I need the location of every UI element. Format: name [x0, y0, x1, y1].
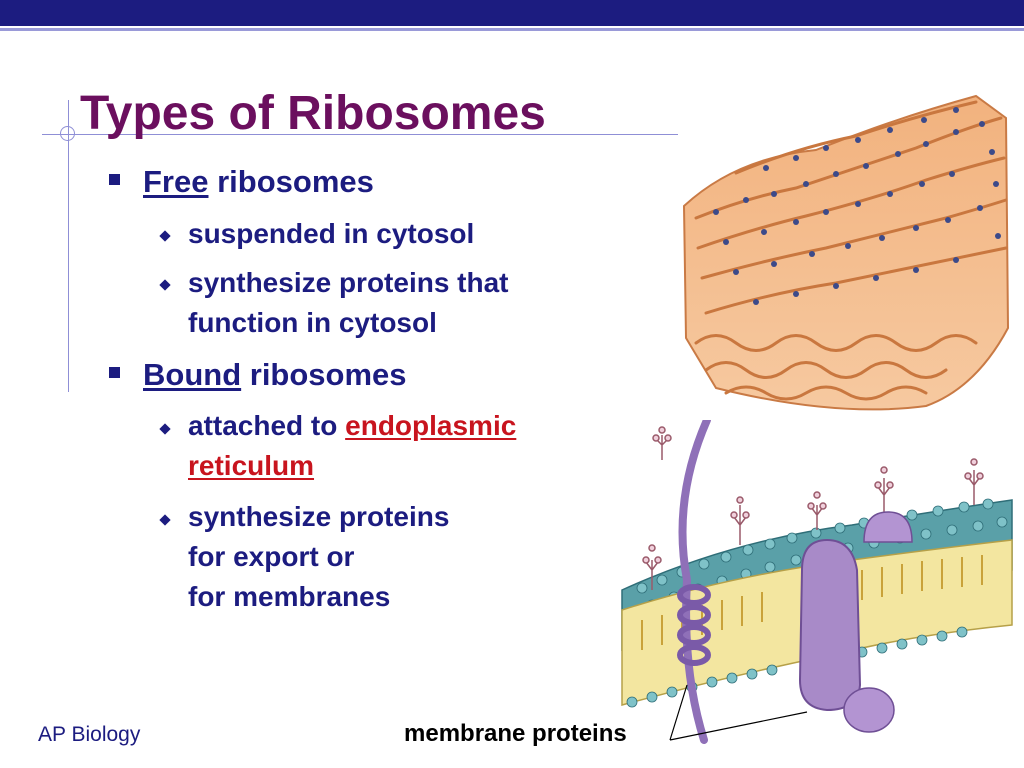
bullet-bound-ribosomes: Bound ribosomes — [143, 357, 407, 393]
diamond-bullet-icon — [159, 423, 171, 435]
sub-bullet-prefix: attached to — [188, 410, 346, 441]
banner-underline — [0, 28, 1024, 31]
title-guide-line — [42, 134, 678, 135]
footer-course-label: AP Biology — [38, 723, 141, 746]
endoplasmic-reticulum-illustration — [682, 94, 1010, 411]
slide-title: Types of Ribosomes — [80, 87, 546, 140]
keyword-free: Free — [143, 164, 209, 199]
sub-bullet-line: function in cytosol — [188, 307, 437, 338]
square-bullet-icon — [109, 174, 120, 185]
sub-bullet-line: for export or — [188, 541, 355, 572]
guide-circle-icon — [60, 126, 75, 141]
keyword-bound: Bound — [143, 357, 242, 392]
cell-membrane-illustration — [621, 420, 1013, 744]
highlight-endoplasmic: endoplasmic — [345, 410, 517, 441]
sub-bullet-text: synthesize proteins for export or for me… — [188, 497, 449, 617]
diamond-bullet-icon — [159, 279, 171, 291]
sub-bullet-text: suspended in cytosol — [188, 214, 474, 254]
diamond-bullet-icon — [159, 514, 171, 526]
sub-bullet-text: attached to endoplasmic reticulum — [188, 406, 516, 486]
bullet-free-ribosomes: Free ribosomes — [143, 164, 374, 200]
sub-bullet-line: synthesize proteins that — [188, 267, 509, 298]
bullet-rest-text: ribosomes — [208, 164, 374, 199]
sub-bullet-line: for membranes — [188, 581, 391, 612]
diamond-bullet-icon — [159, 230, 171, 242]
sub-bullet-text: synthesize proteins that function in cyt… — [188, 263, 509, 343]
bullet-rest-text: ribosomes — [241, 357, 407, 392]
highlight-reticulum: reticulum — [188, 450, 315, 481]
sub-bullet-line: synthesize proteins — [188, 501, 450, 532]
vertical-guide-line — [68, 100, 69, 392]
sub-bullet-line: suspended in cytosol — [188, 218, 475, 249]
illustration-caption: membrane proteins — [404, 720, 627, 747]
square-bullet-icon — [109, 367, 120, 378]
top-banner — [0, 0, 1024, 26]
